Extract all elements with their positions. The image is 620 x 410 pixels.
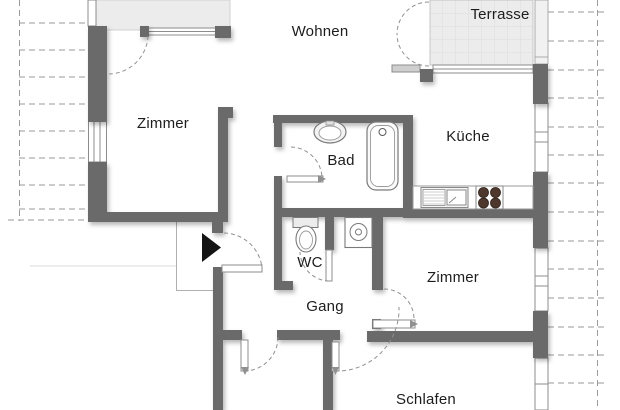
door-arc-hall-1 <box>243 336 279 372</box>
bathtub-drain <box>378 128 387 136</box>
wall-segment <box>213 267 223 410</box>
washing-machine-icon <box>344 216 373 249</box>
room-label-kueche: Küche <box>446 128 490 145</box>
wall-segment <box>140 26 149 37</box>
door-arc-terrace-upper <box>396 1 430 35</box>
wall-segment <box>88 162 107 222</box>
wall-segment <box>323 340 333 410</box>
wall-segment <box>403 208 533 218</box>
door-leaf-entrance <box>221 264 263 273</box>
stove-burners <box>478 187 501 209</box>
wall-segment <box>274 208 413 217</box>
toilet-icon <box>295 225 317 253</box>
wall-segment <box>212 222 223 233</box>
wall-segment <box>88 26 107 122</box>
wall-segment <box>274 217 282 285</box>
terrace-door-sill <box>391 64 421 73</box>
balcony-parapet <box>87 0 97 27</box>
wall-segment <box>273 115 413 123</box>
wall-segment <box>367 331 533 342</box>
window-room-right <box>534 247 549 312</box>
kitchen-fixtures <box>412 185 534 210</box>
wall-segment <box>223 330 242 340</box>
wall-segment <box>533 64 548 104</box>
wall-segment <box>215 26 231 38</box>
sink-tap <box>448 196 457 204</box>
door-arc-terrace-lower <box>396 33 430 67</box>
bath-fixtures <box>313 120 399 191</box>
wall-segment <box>274 281 293 290</box>
entrance-vestibule-outline <box>176 222 213 291</box>
wc-fixtures <box>292 216 373 253</box>
wall-segment <box>533 172 548 248</box>
wall-segment <box>420 69 433 82</box>
sink-drainer <box>422 189 446 206</box>
toilet-bowl <box>299 230 313 250</box>
wall-layer <box>88 26 548 410</box>
door-arc-wc <box>299 251 330 282</box>
door-arc-balcony <box>108 35 149 75</box>
wall-segment <box>88 212 228 222</box>
wall-segment <box>325 217 334 250</box>
window-left <box>88 119 107 163</box>
drainer-ridges <box>424 191 444 205</box>
door-leaf-room-right <box>372 319 416 329</box>
room-label-zimmer-right: Zimmer <box>427 269 479 286</box>
door-arcs <box>108 1 430 372</box>
wall-segment <box>403 115 413 217</box>
entrance-arrow-icon <box>202 233 221 262</box>
room-label-wc: WC <box>297 254 322 271</box>
wall-segment <box>277 330 340 340</box>
washbasin-tap <box>325 120 335 126</box>
hatch-right <box>548 0 605 410</box>
washbasin-bowl <box>318 125 342 141</box>
wall-segment <box>218 107 228 222</box>
room-label-schlafen: Schlafen <box>396 391 456 408</box>
door-leaf-bath <box>286 175 324 183</box>
hatch-left <box>8 0 88 221</box>
door-arc-bath <box>290 146 323 178</box>
room-label-terrasse: Terrasse <box>470 6 529 23</box>
door-leaves <box>221 175 416 372</box>
wall-segment <box>533 311 548 358</box>
wall-segment <box>274 123 282 147</box>
door-arc-room-right <box>383 288 415 320</box>
door-leaf-bedroom <box>331 341 340 372</box>
wall-segment <box>372 217 383 290</box>
terrace-railing <box>534 0 549 65</box>
room-label-gang: Gang <box>306 298 344 315</box>
room-label-wohnen: Wohnen <box>292 23 349 40</box>
bathtub-inner <box>370 125 395 187</box>
door-arc-entrance <box>223 232 263 269</box>
wall-segment <box>274 176 282 217</box>
room-label-bad: Bad <box>327 152 354 169</box>
room-label-zimmer-left: Zimmer <box>137 115 189 132</box>
terrace-area <box>429 0 534 66</box>
washing-machine-door <box>355 228 362 236</box>
washing-machine-drum <box>349 223 368 241</box>
door-leaf-wc <box>325 249 333 282</box>
door-arc-bedroom <box>334 306 400 372</box>
window-kitchen <box>534 102 549 173</box>
door-leaf-hall-1 <box>240 339 249 372</box>
balcony-area <box>94 0 231 31</box>
